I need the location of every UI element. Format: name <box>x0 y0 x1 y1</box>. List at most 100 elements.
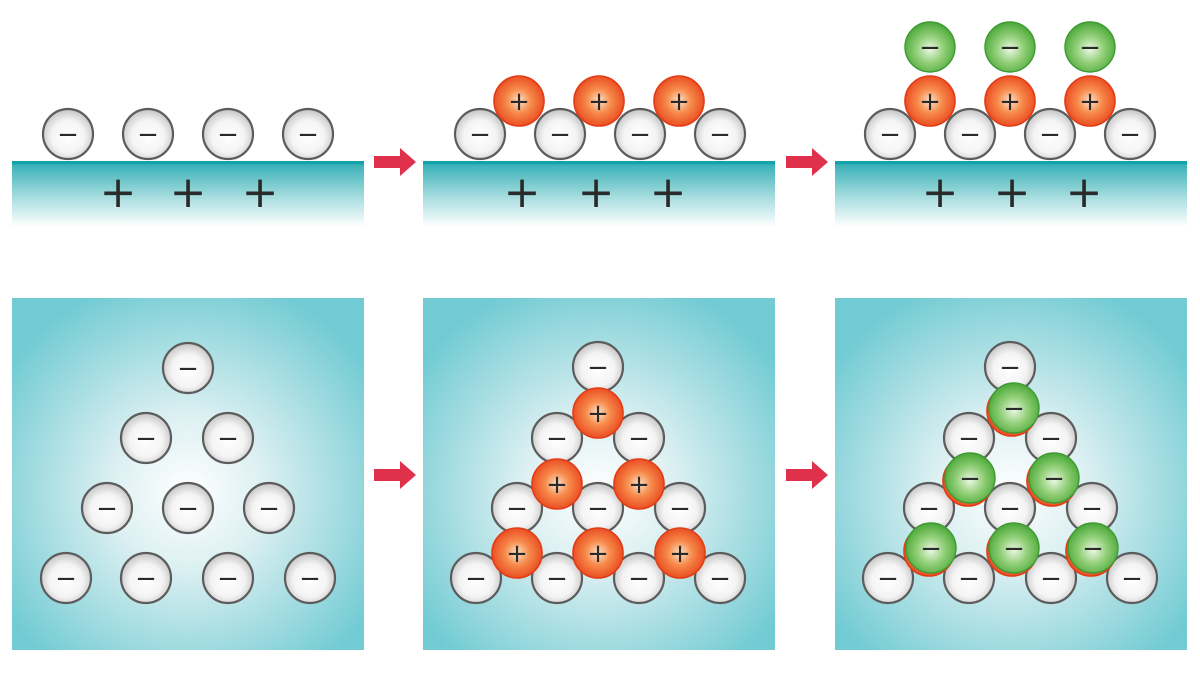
surface-charge: + <box>100 167 137 218</box>
negative-sign: − <box>1003 394 1025 424</box>
surface-charge: + <box>994 167 1031 218</box>
anion-top: − <box>988 382 1040 434</box>
step-arrow <box>786 461 828 489</box>
negative-sign: − <box>506 494 528 524</box>
substrate <box>423 161 775 227</box>
cation: + <box>613 458 665 510</box>
negative-sign: − <box>1040 424 1062 454</box>
step-arrow <box>374 461 416 489</box>
anion: − <box>283 551 337 605</box>
anion: − <box>571 481 625 535</box>
anion: − <box>119 411 173 465</box>
negative-sign: − <box>669 494 691 524</box>
substrate-surface <box>12 161 364 164</box>
negative-sign: − <box>587 494 609 524</box>
anion: − <box>490 481 544 535</box>
anion: − <box>612 411 666 465</box>
anion: − <box>201 411 255 465</box>
anion: − <box>533 107 587 161</box>
substrate-surface <box>423 161 775 164</box>
negative-sign: − <box>628 564 650 594</box>
positive-sign: + <box>999 87 1021 117</box>
anion-top: − <box>944 452 996 504</box>
anion: − <box>39 551 93 605</box>
substrate-surface <box>835 161 1187 164</box>
anion: − <box>612 551 666 605</box>
positive-sign: + <box>588 87 610 117</box>
anion-top: − <box>988 522 1040 574</box>
anion: − <box>201 107 255 161</box>
anion: − <box>861 551 915 605</box>
cation: + <box>654 527 706 579</box>
step-arrow <box>786 148 828 176</box>
negative-sign: − <box>999 33 1021 63</box>
cation: + <box>493 75 545 127</box>
negative-sign: − <box>959 120 981 150</box>
positive-sign: + <box>668 87 690 117</box>
negative-sign: − <box>999 353 1021 383</box>
negative-sign: − <box>1081 494 1103 524</box>
anion: − <box>1024 551 1078 605</box>
anion-top: − <box>1067 522 1119 574</box>
negative-sign: − <box>465 564 487 594</box>
negative-sign: − <box>587 353 609 383</box>
negative-sign: − <box>1082 534 1104 564</box>
negative-sign: − <box>1040 564 1062 594</box>
anion: − <box>1103 107 1157 161</box>
surface-charge: + <box>242 167 279 218</box>
cation: + <box>491 527 543 579</box>
cation: + <box>1064 75 1116 127</box>
negative-sign: − <box>546 424 568 454</box>
anion: − <box>1024 411 1078 465</box>
negative-sign: − <box>469 120 491 150</box>
negative-sign: − <box>920 534 942 564</box>
negative-sign: − <box>629 120 651 150</box>
anion: − <box>571 340 625 394</box>
positive-sign: + <box>508 87 530 117</box>
anion: − <box>453 107 507 161</box>
negative-sign: − <box>135 424 157 454</box>
negative-sign: − <box>1039 120 1061 150</box>
anion: − <box>693 551 747 605</box>
surface-charge: + <box>650 167 687 218</box>
negative-sign: − <box>217 424 239 454</box>
anion: − <box>693 107 747 161</box>
negative-sign: − <box>217 120 239 150</box>
negative-sign: − <box>96 494 118 524</box>
positive-sign: + <box>506 539 528 569</box>
step-arrow <box>374 148 416 176</box>
negative-sign: − <box>877 564 899 594</box>
cation: + <box>531 458 583 510</box>
anion: − <box>653 481 707 535</box>
negative-sign: − <box>999 494 1021 524</box>
cation: + <box>572 387 624 439</box>
anion: − <box>41 107 95 161</box>
positive-sign: + <box>669 539 691 569</box>
anion: − <box>942 411 996 465</box>
negative-sign: − <box>959 464 981 494</box>
positive-sign: + <box>628 470 650 500</box>
anion: − <box>80 481 134 535</box>
negative-sign: − <box>137 120 159 150</box>
anion: − <box>1065 481 1119 535</box>
anion: − <box>161 341 215 395</box>
cation: + <box>904 75 956 127</box>
anion: − <box>530 551 584 605</box>
negative-sign: − <box>546 564 568 594</box>
surface-charge: + <box>504 167 541 218</box>
anion: − <box>161 481 215 535</box>
surface-charge: + <box>922 167 959 218</box>
anion-top: − <box>904 21 956 73</box>
positive-sign: + <box>546 470 568 500</box>
negative-sign: − <box>217 564 239 594</box>
anion: − <box>242 481 296 535</box>
negative-sign: − <box>958 424 980 454</box>
anion-top: − <box>905 522 957 574</box>
anion-top: − <box>1064 21 1116 73</box>
substrate <box>12 161 364 227</box>
negative-sign: − <box>299 564 321 594</box>
negative-sign: − <box>879 120 901 150</box>
cation: + <box>984 75 1036 127</box>
positive-sign: + <box>1079 87 1101 117</box>
